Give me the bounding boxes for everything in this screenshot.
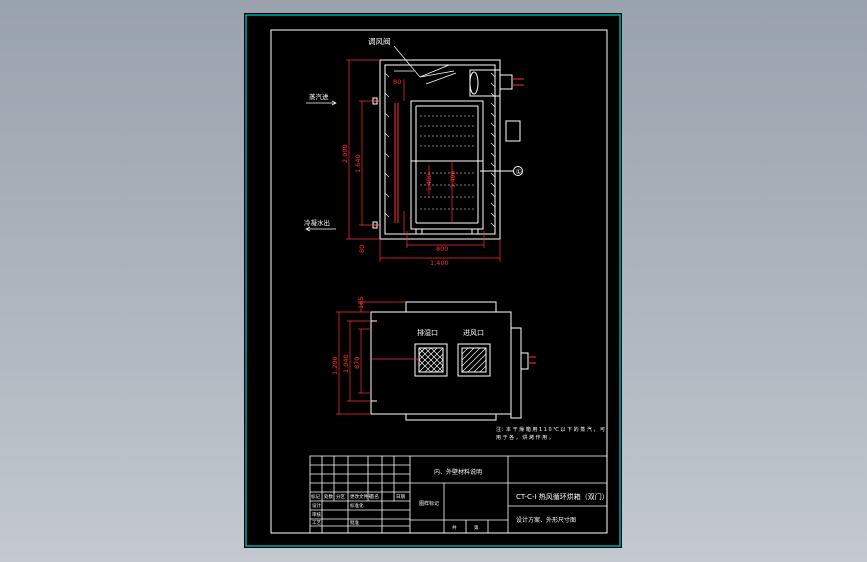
- tb-row-count: 处数: [324, 493, 333, 500]
- cart-frame: [410, 100, 484, 230]
- drawing-title: CT-C-I 热风循环烘箱（双门）: [516, 492, 609, 501]
- insulation-hatch: [384, 72, 496, 228]
- tb-row-sign: 签名: [370, 493, 379, 500]
- tb-sheet-total: 共: [452, 524, 457, 531]
- dim-plan-165: 165: [357, 297, 365, 309]
- front-dimensions: [346, 59, 501, 262]
- title-block: [309, 455, 608, 534]
- title-block-middle-title: 内、外壁材料说明: [434, 468, 482, 476]
- tb-design: 设计: [312, 502, 321, 509]
- cart-wheels: [415, 228, 479, 235]
- cabinet-outline: [379, 59, 501, 240]
- exhaust-port-frame: [414, 343, 448, 377]
- intake-port-hatch: [461, 347, 487, 373]
- arrow-condensate-out: [305, 226, 336, 232]
- tb-sheet-num: 第: [474, 524, 479, 531]
- tb-row-change: 更改文件号: [350, 493, 373, 500]
- dim-plan-870: 870: [353, 357, 361, 369]
- plan-top-rail: [405, 301, 497, 313]
- tb-row-zone: 分区: [336, 493, 345, 500]
- dim-width-800: 800: [436, 245, 448, 253]
- dim-plan-1200: 1,200: [331, 356, 339, 375]
- tb-row-date: 日期: [396, 494, 405, 500]
- label-steam-in: 蒸汽进: [309, 92, 329, 101]
- cad-drawing: ① 80 2,000 1,640 80 1,400 1,490 800 1,40…: [245, 14, 621, 547]
- label-damper: 调风阀: [368, 37, 391, 46]
- label-exhaust-port: 排湿口: [417, 328, 438, 337]
- balloon-1: [513, 166, 523, 176]
- plan-dimensions: [336, 301, 419, 415]
- outer-frame: [245, 14, 621, 547]
- tb-process: 工艺: [312, 520, 321, 526]
- fan-motor: [469, 69, 524, 142]
- plan-bottom-rail: [405, 413, 497, 421]
- inner-frame: [270, 29, 608, 534]
- plan-view: [370, 301, 536, 421]
- drawing-subtitle: 设计方案、外形尺寸图: [516, 516, 576, 524]
- dim-cart-1490: 1,490: [450, 171, 457, 188]
- exhaust-port-hatch: [418, 347, 444, 373]
- balloon-1-label: ①: [516, 168, 522, 176]
- tb-check: 审核: [312, 511, 321, 518]
- drawing-sheet: ① 80 2,000 1,640 80 1,400 1,490 800 1,40…: [244, 13, 622, 548]
- note-block: 注：本 干 燥 箱 用 1 1 0 ℃ 以 下 的 蒸 汽 ， 可 用 于 各 …: [496, 427, 606, 441]
- arrow-steam-in: [306, 100, 337, 106]
- damper: [394, 64, 457, 85]
- cart-shelves: [420, 115, 474, 210]
- control-box: [505, 120, 521, 142]
- intake-port-frame: [457, 343, 491, 377]
- dim-bottom-80: 80: [358, 245, 366, 253]
- front-view: [372, 59, 524, 240]
- dim-height-2000: 2,000: [341, 144, 349, 163]
- plan-right-panel: [510, 327, 522, 419]
- dim-plan-1040: 1,040: [342, 354, 350, 373]
- label-stamp: 图样标记: [419, 500, 439, 507]
- tb-standard: 标准化: [350, 502, 364, 509]
- dim-width-1400: 1,400: [430, 259, 449, 267]
- tb-row-mark: 标记: [311, 493, 320, 500]
- cabinet-inner-wall: [384, 64, 496, 235]
- label-intake-port: 进风口: [463, 329, 484, 337]
- dim-top-80: 80: [393, 78, 401, 86]
- note-text: 注：本 干 燥 箱 用 1 1 0 ℃ 以 下 的 蒸 汽 ， 可 用 于 各 …: [496, 427, 606, 441]
- dim-cart-1400: 1,400: [426, 174, 433, 191]
- label-condensate-out: 冷凝水出: [304, 218, 330, 227]
- dim-inner-1640: 1,640: [354, 154, 362, 173]
- tb-approve: 批准: [350, 519, 359, 526]
